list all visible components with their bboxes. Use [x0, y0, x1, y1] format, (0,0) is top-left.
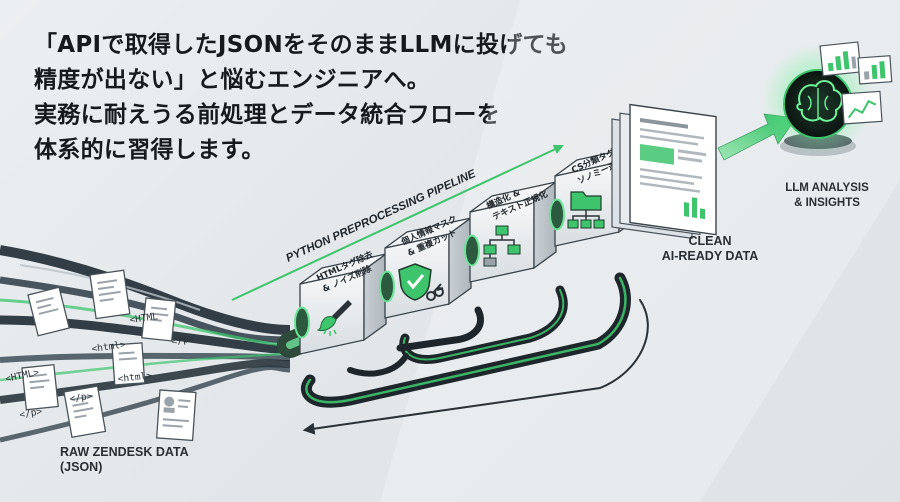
raw-data-label-line1: RAW ZENDESK DATA — [60, 445, 189, 459]
cube-port — [379, 270, 395, 303]
llm-label-line2: & INSIGHTS — [794, 197, 860, 209]
stage-cube-3: 構造化 &テキスト正規化 — [464, 180, 557, 283]
raw-data-label-line2: (JSON) — [60, 460, 103, 474]
raw-documents — [21, 269, 197, 442]
flowchart-icon — [483, 225, 521, 267]
tag-label: </p> — [19, 406, 44, 421]
clean-data-label-line2: AI-READY DATA — [661, 249, 759, 263]
llm-label-line1: LLM ANALYSIS — [785, 182, 869, 194]
stage-cube-2: 個人情報マスク& 重複カット — [379, 213, 472, 319]
tag-label: </p> — [171, 333, 196, 348]
bar-chart-card-icon — [857, 55, 893, 85]
cube-port — [294, 306, 310, 339]
tag-label: <html> — [91, 339, 127, 355]
headline-line-3: 実務に耐えうる前処理とデータ統合フローを — [34, 102, 500, 128]
headline-line-4: 体系的に習得します。 — [34, 137, 265, 163]
raw-doc — [89, 269, 131, 320]
llm-label: LLM ANALYSIS & INSIGHTS — [768, 181, 886, 211]
brain-icon — [796, 80, 843, 122]
feedback-loops — [300, 272, 649, 435]
raw-doc — [141, 297, 177, 342]
folder-tree-icon — [567, 191, 605, 229]
shield-scissors-icon — [398, 263, 444, 301]
cube-side-face — [448, 216, 472, 306]
raw-doc — [63, 385, 107, 439]
cube-port — [549, 198, 565, 231]
headline-line-1: 「APIで取得したJSONをそのままLLMに投げても — [34, 32, 568, 58]
tag-label: <html> — [117, 370, 153, 385]
cube-side-face — [533, 180, 557, 270]
headline-line-2: 精度が出ない」と悩むエンジニアへ。 — [34, 67, 431, 93]
headline: 「APIで取得したJSONをそのままLLMに投げても 精度が出ない」と悩むエンジ… — [34, 28, 594, 168]
clean-data-label: CLEAN AI-READY DATA — [636, 234, 784, 264]
clean-data-label-line1: CLEAN — [688, 234, 732, 248]
tag-label: </p> — [69, 391, 93, 405]
raw-doc — [21, 363, 59, 411]
raw-doc — [27, 286, 70, 337]
insight-chart-cards — [819, 41, 893, 125]
raw-data-stream — [0, 245, 291, 443]
raw-doc — [111, 342, 146, 386]
tag-label: <HTML — [129, 311, 159, 326]
raw-data-label: RAW ZENDESK DATA (JSON) — [60, 445, 189, 475]
clean-data-stack — [611, 103, 717, 239]
raw-doc-with-avatar — [155, 389, 197, 442]
cube-side-face — [363, 252, 387, 342]
cube-port — [464, 234, 480, 267]
bar-chart-card-icon — [819, 41, 862, 77]
line-chart-card-icon — [841, 90, 883, 125]
brush-icon — [316, 300, 352, 336]
